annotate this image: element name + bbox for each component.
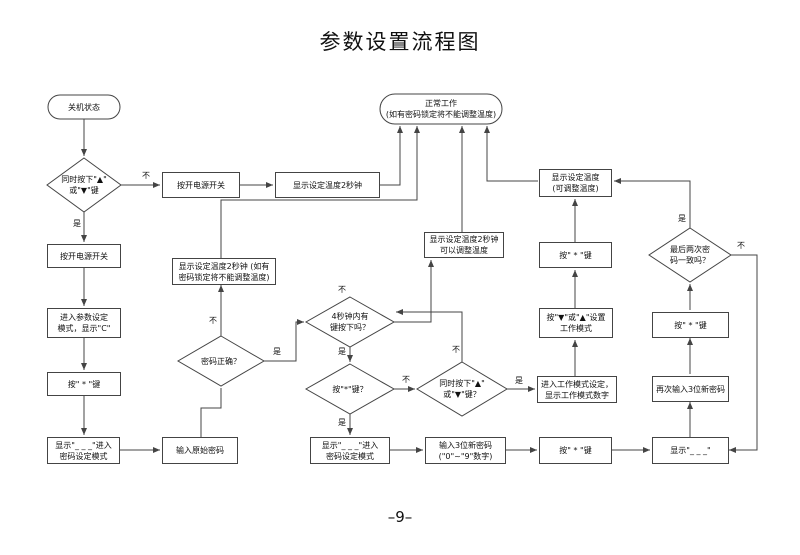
node-show-temp-adjustable: 显示设定温度 (可调整温度) <box>539 169 612 197</box>
label-yes-password: 是 <box>273 347 281 356</box>
label-yes-four-sec: 是 <box>338 347 346 356</box>
decision-passwords-match: 最后两次密 码一致吗？ <box>670 245 710 265</box>
label-no-match: 不 <box>737 241 745 250</box>
connectors <box>81 119 758 453</box>
label-yes-press-star: 是 <box>338 418 346 427</box>
label-no-press-star: 不 <box>402 375 410 384</box>
node-press-star-mid: 按" * "键 <box>539 437 612 464</box>
node-press-star-right: 按" * "键 <box>652 312 729 338</box>
node-show-dash-password-mode-2: 显示"_ _ _"进入 密码设定模式 <box>310 437 390 464</box>
decision-press-up-down-shape <box>416 361 508 417</box>
node-press-star-left: 按" * "键 <box>47 372 121 396</box>
decision-press-up-down: 同时按下"▲" 或"▼"键？ <box>439 379 485 399</box>
node-press-power-left: 按开电源开关 <box>47 244 121 268</box>
node-enter-param-mode: 进入参数设定 模式，显示"C" <box>47 308 121 338</box>
label-yes-up-down: 是 <box>515 376 523 385</box>
page-number: –9– <box>387 508 413 526</box>
label-no-four-sec: 不 <box>338 285 346 294</box>
label-no-top: 不 <box>142 171 150 180</box>
node-press-star-right-mid: 按" * "键 <box>539 242 612 268</box>
node-show-dash-password-mode: 显示"_ _ _"进入 密码设定模式 <box>47 437 120 464</box>
node-show-temp-2s-locked: 显示设定温度2秒钟 (如有 密码锁定将不能调整温度) <box>172 258 276 285</box>
decision-password-correct-shape <box>177 335 265 387</box>
node-show-temp-2s-top: 显示设定温度2秒钟 <box>275 172 380 198</box>
node-input-new-password: 输入3位新密码 ("0"~"9"数字) <box>425 437 506 464</box>
node-press-updown-set: 按"▼"或"▲"设置 工作模式 <box>539 308 613 338</box>
node-input-original-password: 输入原始密码 <box>162 437 238 464</box>
label-yes-left: 是 <box>73 219 81 228</box>
label-no-password: 不 <box>209 316 217 325</box>
decision-four-sec-key: 4秒钟内有 键按下吗？ <box>330 312 370 332</box>
node-press-power-top: 按开电源开关 <box>162 172 240 198</box>
node-enter-work-mode: 进入工作模式设定， 显示工作模式数字 <box>537 376 617 403</box>
node-shutdown: 关机状态 <box>68 102 100 112</box>
decision-passwords-match-shape <box>648 227 732 283</box>
normal-work-terminal-shape <box>379 93 503 125</box>
label-yes-match: 是 <box>678 214 686 223</box>
node-normal-work: 正常工作 (如有密码锁定将不能调整温度) <box>385 99 497 119</box>
node-show-dash-right: 显示"_ _ _" <box>652 437 729 464</box>
decision-password-correct: 密码正确？ <box>201 356 241 366</box>
page-title: 参数设置流程图 <box>319 30 481 54</box>
decision-press-star: 按"*"键？ <box>332 384 368 394</box>
node-reenter-password: 再次输入3位新密码 <box>652 376 729 402</box>
label-no-up-down: 不 <box>452 345 460 354</box>
node-show-temp-2s-adjustable: 显示设定温度2秒钟 可以调整温度 <box>424 232 504 258</box>
decision-press-simultaneously: 同时按下"▲" 或"▼"键 <box>61 175 107 195</box>
